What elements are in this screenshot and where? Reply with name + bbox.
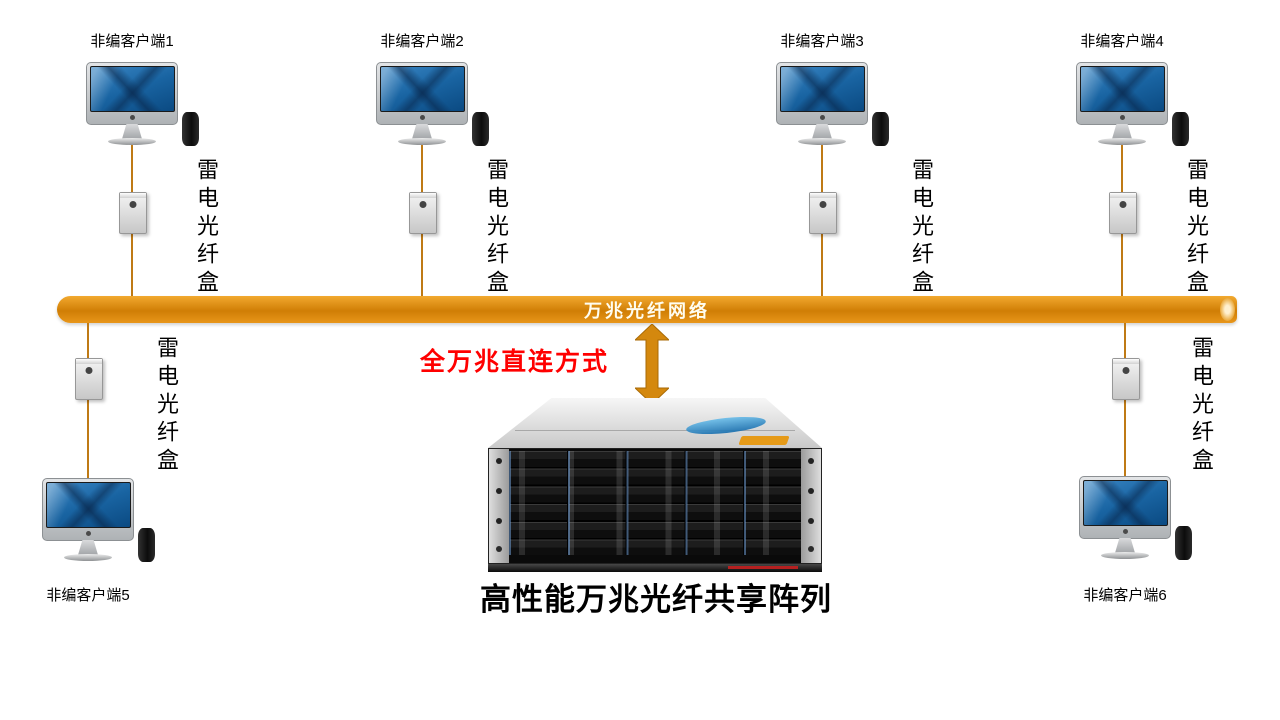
monitor-base bbox=[1101, 552, 1149, 559]
fiber-box-label: 雷电光纤盒 bbox=[1184, 158, 1209, 298]
monitor-stand bbox=[78, 540, 98, 555]
monitor-chin bbox=[46, 528, 130, 538]
monitor-base bbox=[1098, 138, 1146, 145]
apple-logo-icon bbox=[1119, 114, 1125, 120]
client-label: 非编客户端6 bbox=[1083, 587, 1167, 604]
monitor-screen bbox=[90, 66, 175, 112]
monitor-chin bbox=[1080, 112, 1164, 122]
speaker-unit bbox=[472, 112, 489, 146]
monitor-chin bbox=[780, 112, 864, 122]
monitor-bezel bbox=[376, 62, 468, 125]
apple-logo-icon bbox=[819, 114, 825, 120]
monitor-chin bbox=[1083, 526, 1167, 536]
imac-display bbox=[376, 62, 468, 148]
monitor-stand bbox=[812, 124, 832, 139]
speaker-unit bbox=[1172, 112, 1189, 146]
imac-display bbox=[776, 62, 868, 148]
client-label: 非编客户端4 bbox=[1080, 33, 1164, 50]
monitor-bezel bbox=[42, 478, 134, 541]
monitor-screen bbox=[46, 482, 131, 528]
server-rail-left bbox=[489, 449, 509, 563]
monitor-screen bbox=[380, 66, 465, 112]
fiber-box bbox=[409, 192, 437, 234]
storage-array bbox=[488, 398, 822, 572]
monitor-base bbox=[64, 554, 112, 561]
fiber-box-label: 雷电光纤盒 bbox=[154, 336, 179, 476]
fiber-box bbox=[809, 192, 837, 234]
speaker-unit bbox=[182, 112, 199, 146]
monitor-screen bbox=[1083, 480, 1168, 526]
monitor-bezel bbox=[86, 62, 178, 125]
monitor-screen bbox=[780, 66, 865, 112]
monitor-base bbox=[798, 138, 846, 145]
speaker-unit bbox=[1175, 526, 1192, 560]
apple-logo-icon bbox=[1122, 528, 1128, 534]
apple-logo-icon bbox=[85, 530, 91, 536]
speaker-unit bbox=[872, 112, 889, 146]
monitor-bezel bbox=[1079, 476, 1171, 539]
client-label: 非编客户端1 bbox=[90, 33, 174, 50]
monitor-stand bbox=[412, 124, 432, 139]
monitor-base bbox=[108, 138, 156, 145]
apple-logo-icon bbox=[419, 114, 425, 120]
monitor-stand bbox=[122, 124, 142, 139]
fiber-box-label: 雷电光纤盒 bbox=[194, 158, 219, 298]
imac-display bbox=[86, 62, 178, 148]
fiber-box-label: 雷电光纤盒 bbox=[1189, 336, 1214, 476]
server-sticker bbox=[738, 436, 790, 445]
server-front-panel bbox=[488, 448, 822, 564]
imac-display bbox=[42, 478, 134, 564]
server-rail-right bbox=[801, 449, 821, 563]
imac-display bbox=[1076, 62, 1168, 148]
fiber-box-label: 雷电光纤盒 bbox=[909, 158, 934, 298]
drive-bays bbox=[509, 451, 801, 555]
client-label: 非编客户端5 bbox=[46, 587, 130, 604]
network-label: 万兆光纤网络 bbox=[584, 300, 710, 321]
fiber-box bbox=[1109, 192, 1137, 234]
monitor-chin bbox=[380, 112, 464, 122]
pipe-end-cap bbox=[1220, 298, 1235, 321]
client-label: 非编客户端2 bbox=[380, 33, 464, 50]
fiber-box bbox=[119, 192, 147, 234]
monitor-screen bbox=[1080, 66, 1165, 112]
network-backbone-bar: 万兆光纤网络 bbox=[57, 296, 1237, 323]
fiber-box-label: 雷电光纤盒 bbox=[484, 158, 509, 298]
fiber-cable bbox=[87, 323, 89, 478]
fiber-box bbox=[75, 358, 103, 400]
apple-logo-icon bbox=[129, 114, 135, 120]
speaker-unit bbox=[138, 528, 155, 562]
imac-display bbox=[1079, 476, 1171, 562]
monitor-base bbox=[398, 138, 446, 145]
storage-array-label: 高性能万兆光纤共享阵列 bbox=[480, 582, 832, 617]
connection-mode-label: 全万兆直连方式 bbox=[420, 348, 610, 376]
monitor-bezel bbox=[1076, 62, 1168, 125]
server-bottom-trim bbox=[488, 564, 822, 572]
direct-connect-arrow-icon bbox=[635, 324, 669, 404]
fiber-box bbox=[1112, 358, 1140, 400]
monitor-stand bbox=[1115, 538, 1135, 553]
monitor-stand bbox=[1112, 124, 1132, 139]
client-label: 非编客户端3 bbox=[780, 33, 864, 50]
monitor-chin bbox=[90, 112, 174, 122]
